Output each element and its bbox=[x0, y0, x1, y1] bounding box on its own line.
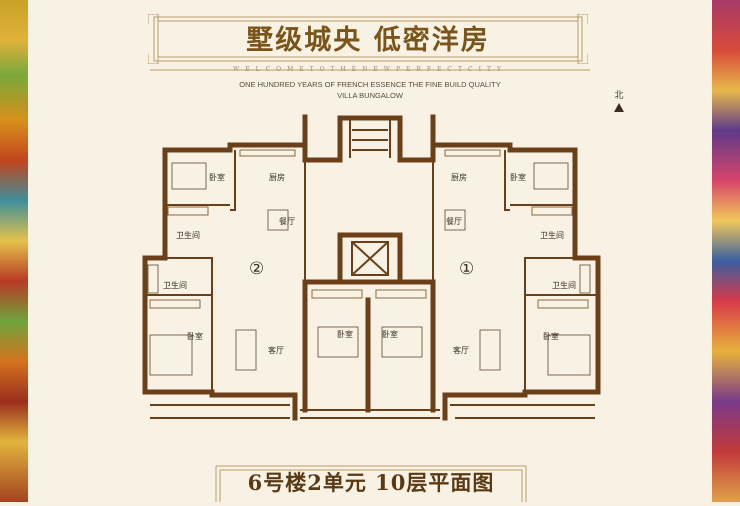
room-label-right-bath-lower: 卫生间 bbox=[552, 281, 576, 290]
page-title: 墅级城央 低密洋房 bbox=[246, 25, 490, 56]
unit-number-right: ① bbox=[459, 259, 475, 279]
unit-number-left: ② bbox=[249, 259, 265, 279]
room-label-center-bedroom-left: 卧室 bbox=[337, 330, 353, 339]
bottom-title-frame bbox=[212, 462, 530, 502]
room-label-right-bedroom-top: 卧室 bbox=[510, 173, 526, 182]
room-label-left-bath-lower: 卫生间 bbox=[163, 281, 187, 290]
decorative-painting-left bbox=[0, 0, 28, 502]
furniture bbox=[147, 162, 591, 376]
room-label-center-bedroom-right: 卧室 bbox=[382, 330, 398, 339]
north-compass: 北 bbox=[604, 88, 634, 112]
title-frame bbox=[148, 14, 588, 64]
room-label-left-living: 客厅 bbox=[268, 346, 284, 355]
windows bbox=[149, 149, 589, 309]
subtitle-line-1: ONE HUNDRED YEARS OF FRENCH ESSENCE THE … bbox=[239, 80, 501, 89]
room-label-right-kitchen: 厨房 bbox=[451, 173, 467, 182]
room-label-left-dining: 餐厅 bbox=[279, 217, 295, 226]
room-label-right-dining: 餐厅 bbox=[446, 217, 462, 226]
north-arrow-icon bbox=[614, 103, 624, 112]
decorative-painting-right bbox=[712, 0, 740, 502]
room-label-left-bedroom-main: 卧室 bbox=[187, 332, 203, 341]
north-label: 北 bbox=[614, 91, 624, 101]
subtitle-line-2: VILLA BUNGALOW bbox=[337, 91, 403, 100]
room-label-right-bedroom-main: 卧室 bbox=[543, 332, 559, 341]
room-label-left-bath-upper: 卫生间 bbox=[176, 231, 200, 240]
exterior-walls bbox=[142, 114, 601, 421]
room-label-right-living: 客厅 bbox=[453, 346, 469, 355]
room-label-left-bedroom-top: 卧室 bbox=[209, 173, 225, 182]
room-label-left-kitchen: 厨房 bbox=[269, 173, 285, 182]
interior-walls bbox=[145, 120, 598, 419]
floor-plan-title: 6号楼2单元 10层平面图 bbox=[247, 470, 495, 495]
room-label-right-bath-upper: 卫生间 bbox=[540, 231, 564, 240]
